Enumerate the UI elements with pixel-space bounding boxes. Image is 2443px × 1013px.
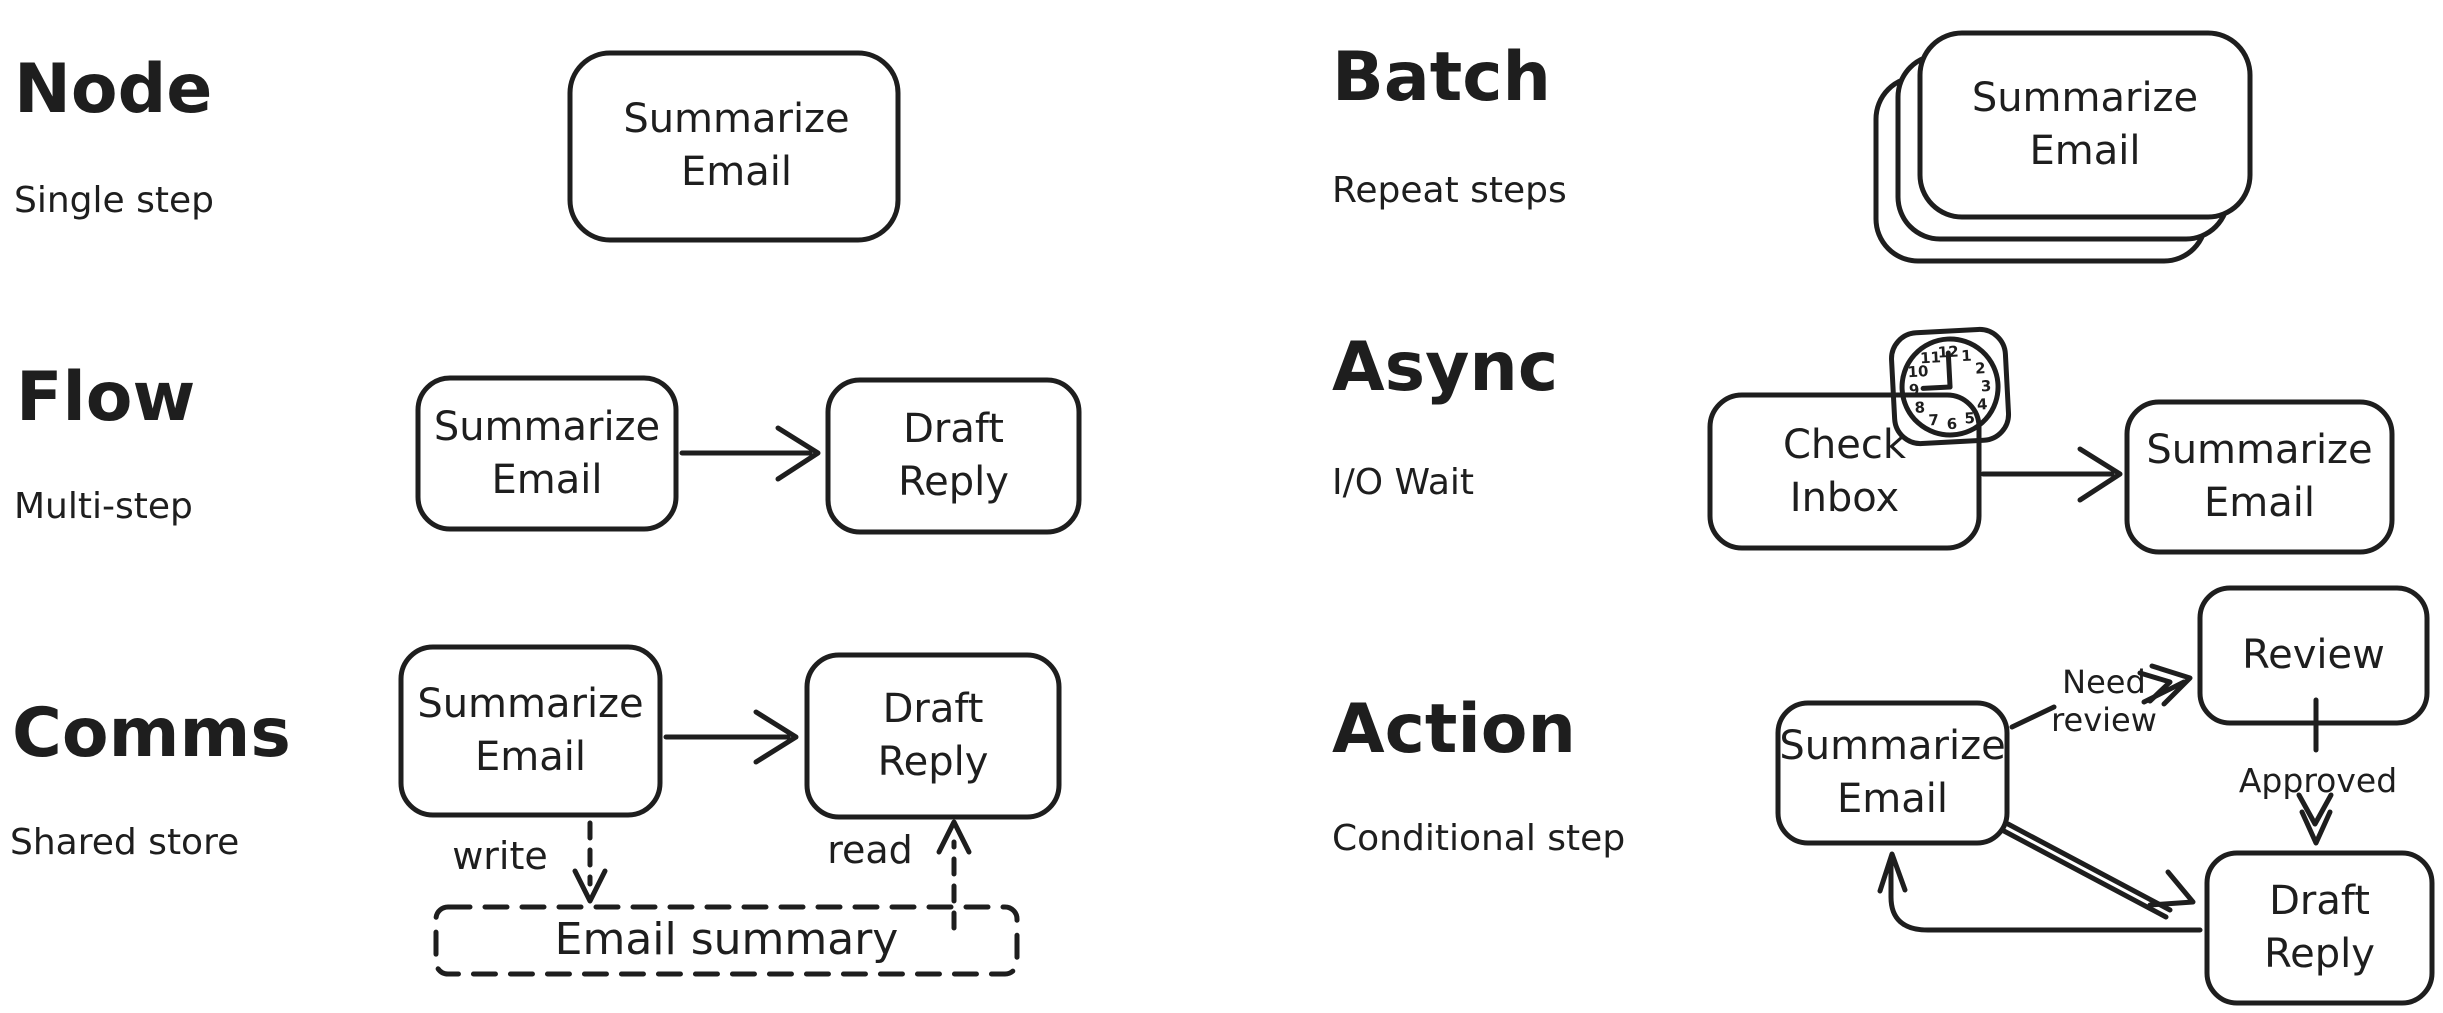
summarize-to-draft-arrow [2001, 821, 2196, 920]
clock-number: 11 [1920, 348, 1942, 367]
approved-arrow [2296, 697, 2334, 846]
flow-box-summarize-label: Summarize Email [433, 403, 661, 503]
clock-number: 1 [1961, 347, 1972, 366]
action-box-draft [2204, 850, 2435, 1006]
need-review-arrow [2009, 663, 2193, 730]
action-box-summarize [1775, 700, 2010, 846]
node-section-title: Node [14, 50, 213, 129]
shared-store-label: Email summary [554, 913, 899, 965]
async-section-title: Async [1332, 328, 1559, 407]
clock-face-bg [1889, 326, 2012, 447]
batch-card-front [1917, 30, 2253, 220]
node-box [567, 50, 901, 243]
action-section-subtitle: Conditional step [1332, 818, 1626, 859]
node-box-label: Summarize Email [623, 96, 850, 195]
read-arrow [936, 819, 972, 931]
need-review-edge-label: Need review [2051, 663, 2157, 739]
clock-number: 3 [1980, 377, 1991, 396]
write-arrow [572, 820, 608, 904]
async-section-subtitle: I/O Wait [1332, 462, 1474, 503]
clock-number: 12 [1937, 343, 1959, 362]
read-edge-label: read [827, 828, 913, 872]
async-arrow [1980, 446, 2123, 503]
flow-section-subtitle: Multi-step [14, 486, 193, 527]
comms-arrow [663, 709, 799, 765]
node-section-subtitle: Single step [14, 180, 214, 221]
batch-section-title: Batch [1332, 38, 1551, 117]
shared-store-box [433, 904, 1020, 977]
async-box-check-inbox [1707, 392, 1982, 551]
batch-section-subtitle: Repeat steps [1332, 170, 1567, 211]
async-box-check-inbox-label: Check Inbox [1782, 421, 1907, 521]
comms-box-draft [804, 652, 1062, 820]
batch-card-label: Summarize Email [1971, 75, 2199, 174]
clock-number: 4 [1977, 395, 1988, 414]
comms-section-subtitle: Shared store [10, 822, 240, 863]
async-box-summarize [2124, 399, 2395, 555]
comms-box-draft-label: Draft Reply [877, 686, 989, 785]
clock-number: 9 [1908, 381, 1919, 400]
flow-section-title: Flow [16, 358, 196, 437]
action-box-summarize-label: Summarize Email [1779, 723, 2006, 822]
clock-number: 5 [1964, 409, 1975, 428]
clock-number: 2 [1975, 359, 1986, 378]
comms-section-title: Comms [12, 694, 291, 773]
approved-edge-label: Approved [2238, 760, 2398, 800]
clock-number: 7 [1928, 411, 1939, 430]
write-edge-label: write [452, 834, 548, 878]
clock-hands [1920, 350, 1953, 391]
comms-box-summarize [398, 644, 663, 818]
clock-number: 6 [1946, 415, 1957, 434]
async-box-summarize-label: Summarize Email [2146, 427, 2373, 526]
action-box-draft-label: Draft Reply [2264, 878, 2375, 977]
flow-box-draft [825, 377, 1082, 535]
loop-back-arrow [1877, 851, 2203, 933]
action-box-review-label: Review [2242, 632, 2385, 679]
flow-box-summarize [415, 375, 679, 532]
clock-number: 10 [1907, 362, 1929, 381]
comms-box-summarize-label: Summarize Email [417, 681, 644, 780]
action-section-title: Action [1332, 690, 1576, 769]
flow-box-draft-label: Draft Reply [898, 406, 1009, 505]
flow-arrow [679, 425, 821, 482]
clock-number: 8 [1914, 398, 1925, 417]
